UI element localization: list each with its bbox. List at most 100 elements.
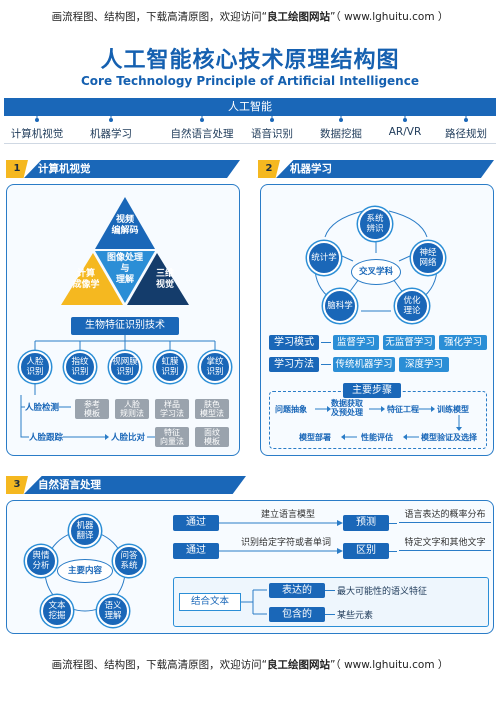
- section2-number: 2: [258, 160, 280, 178]
- page-subtitle: Core Technology Principle of Artificial …: [81, 74, 419, 88]
- step-train-model: 训练模型: [437, 405, 469, 414]
- combine-bracket: [241, 589, 267, 615]
- optimization-circle: 优化 理论: [395, 289, 429, 323]
- public-opinion-circle: 舆情 分析: [25, 545, 57, 577]
- pyramid-middle-label: 图像处理 与 理解: [106, 253, 143, 285]
- arrow-1: [219, 520, 343, 526]
- target-label-2: 特定文字和其他文字: [399, 535, 491, 551]
- expressed-box: 表达的: [269, 583, 325, 598]
- section1-title: 计算机视觉: [24, 160, 240, 178]
- action-box-1: 预测: [343, 515, 389, 531]
- footer-banner: 画流程图、结构图，下载高清原图，欢迎访问“良工绘图网站”（ www.lghuit…: [0, 654, 500, 676]
- connector: [321, 342, 331, 343]
- banner-site-name[interactable]: 良工绘图网站: [267, 11, 331, 23]
- pyramid-left: [61, 253, 123, 305]
- footer-suffix: ”（ www.lghuitu.com ）: [330, 659, 449, 671]
- face-compare-label: 人脸比对: [111, 433, 146, 443]
- branch-dot: [270, 118, 274, 122]
- contained-value: 某些元素: [337, 611, 374, 621]
- iris-circle: 虹膜 识别: [154, 351, 186, 383]
- unsupervised-learning-box: 无监督学习: [383, 335, 435, 350]
- ai-root-bar: 人工智能: [4, 98, 496, 116]
- via-box-1: 通过: [173, 515, 219, 531]
- branch-dot: [200, 118, 204, 122]
- steps-arrows: [315, 406, 462, 440]
- section3-header: 3 自然语言处理: [6, 476, 246, 494]
- banner-suffix: ”（ www.lghuitu.com ）: [330, 11, 449, 23]
- branch-nlp: 自然语言处理: [170, 128, 234, 140]
- bio-connector: [34, 335, 216, 351]
- branch-dot: [339, 118, 343, 122]
- learning-modes-label: 学习模式: [269, 335, 319, 350]
- pyramid-top: [95, 197, 155, 249]
- face-flow-lines: [20, 383, 157, 440]
- section2-panel: 交叉学科 系统 辨识 神经 网络 优化 理论 脑科学 统计学 学习模式 监督学习…: [260, 184, 494, 456]
- top-banner: 画流程图、结构图，下载高清原图，欢迎访问“良工绘图网站”（ www.lghuit…: [0, 6, 500, 28]
- face-detection-label: 人脸检测: [25, 403, 60, 413]
- method-label-2: 识别给定字符或者单词: [240, 538, 331, 548]
- action-box-2: 区别: [343, 543, 389, 559]
- pyramid-left-label: 计算 成像学: [72, 269, 100, 290]
- pyramid-top-label: 视频 编解码: [111, 215, 139, 236]
- main-content-center: 主要内容: [57, 559, 113, 583]
- neural-network-circle: 神经 网络: [411, 241, 445, 275]
- sample-learning-box: 样品 学习法: [155, 399, 189, 419]
- connector: [389, 551, 397, 552]
- face-tracking-label: 人脸跟踪: [29, 433, 64, 443]
- branch-data-mining: 数据挖掘: [320, 128, 362, 140]
- reference-template-box: 参考 模板: [75, 399, 109, 419]
- section1-panel: 视频 编解码 图像处理 与 理解 计算 成像学 三维 视觉 生物特征识别技术 人…: [6, 184, 240, 456]
- branch-speech: 语音识别: [251, 128, 293, 140]
- branch-ar-vr: AR/VR: [388, 126, 422, 138]
- step-data-acquisition: 数据获取 及预处理: [331, 399, 363, 417]
- statistics-circle: 统计学: [307, 241, 341, 275]
- face-template-box: 面纹 模板: [195, 427, 229, 447]
- step-model-deployment: 模型部署: [299, 433, 331, 442]
- banner-prefix: 画流程图、结构图，下载高清原图，欢迎访问“: [51, 11, 268, 23]
- method-label-1: 建立语言模型: [260, 510, 315, 520]
- brain-science-circle: 脑科学: [323, 289, 357, 323]
- branch-computer-vision: 计算机视觉: [10, 128, 64, 140]
- section3-title: 自然语言处理: [24, 476, 246, 494]
- machine-translation-circle: 机器 翻译: [69, 515, 101, 547]
- section3-panel: 主要内容 机器 翻译 问答 系统 语义 理解 文本 挖掘 舆情 分析 通过 建立…: [6, 500, 494, 634]
- main-steps-title: 主要步骤: [343, 383, 401, 398]
- page-title: 人工智能核心技术原理结构图: [100, 48, 400, 73]
- section2-title: 机器学习: [276, 160, 494, 178]
- palmprint-circle: 掌纹 识别: [199, 351, 231, 383]
- section3-number: 3: [6, 476, 28, 494]
- pyramid-right-label: 三维 视觉: [155, 269, 174, 290]
- connector: [321, 364, 331, 365]
- target-label-1: 语言表达的概率分布: [399, 507, 491, 523]
- skin-model-box: 肤色 模型法: [195, 399, 229, 419]
- branch-dot: [35, 118, 39, 122]
- expressed-value: 最大可能性的语义特征: [337, 587, 428, 597]
- feature-vector-box: 特征 向量法: [155, 427, 189, 447]
- text-mining-circle: 文本 挖掘: [41, 595, 73, 627]
- supervised-learning-box: 监督学习: [333, 335, 379, 350]
- pyramid-right: [127, 253, 189, 305]
- branch-dot: [109, 118, 113, 122]
- connector: [325, 614, 335, 615]
- section2-header: 2 机器学习: [258, 160, 494, 178]
- combine-text-label: 结合文本: [179, 593, 241, 611]
- qa-system-circle: 问答 系统: [113, 545, 145, 577]
- cross-discipline-center: 交叉学科: [351, 259, 401, 285]
- footer-site-name[interactable]: 良工绘图网站: [267, 659, 331, 671]
- connector: [325, 590, 335, 591]
- footer-prefix: 画流程图、结构图，下载高清原图，欢迎访问“: [51, 659, 268, 671]
- ai-branches: 计算机视觉 机器学习 自然语言处理 语音识别 数据挖掘 AR/VR 路径规划: [4, 116, 496, 144]
- retina-circle: 视网膜 识别: [109, 351, 141, 383]
- deep-learning-box: 深度学习: [399, 357, 449, 372]
- contained-box: 包含的: [269, 607, 325, 622]
- section1-header: 1 计算机视觉: [6, 160, 240, 178]
- arrow-2: [219, 548, 343, 554]
- branch-dot: [403, 118, 407, 122]
- branch-machine-learning: 机器学习: [90, 128, 132, 140]
- step-problem-abstraction: 问题抽象: [275, 405, 307, 414]
- bio-feature-box: 生物特征识别技术: [71, 317, 179, 335]
- step-performance-eval: 性能评估: [361, 433, 393, 442]
- connector: [389, 523, 397, 524]
- semantic-understanding-circle: 语义 理解: [97, 595, 129, 627]
- traditional-ml-box: 传统机器学习: [333, 357, 395, 372]
